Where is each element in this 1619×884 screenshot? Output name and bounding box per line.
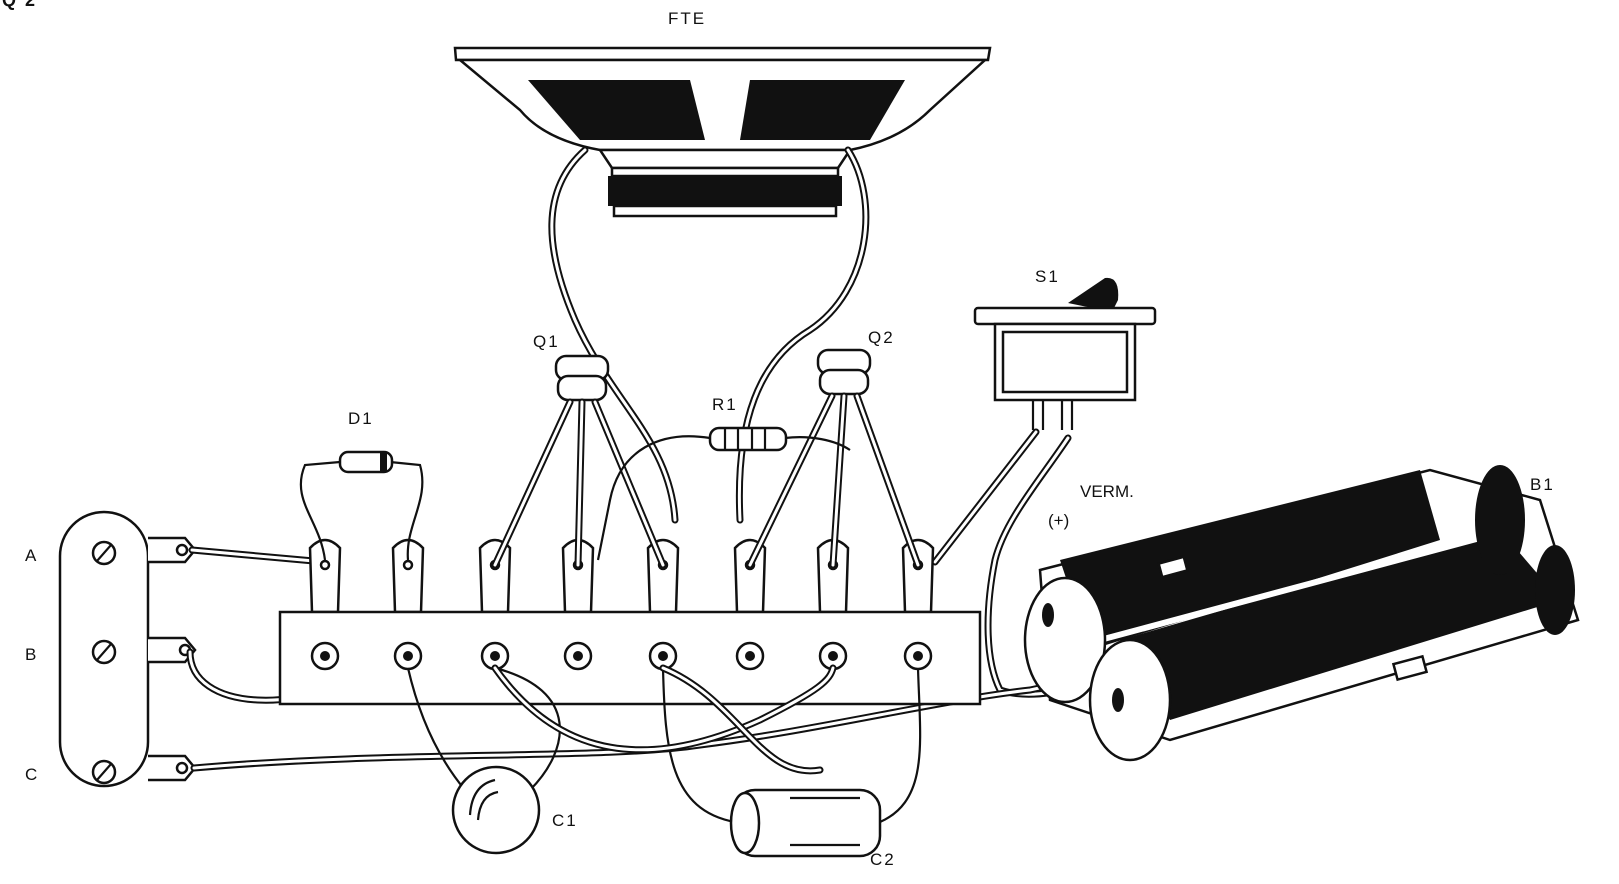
- battery-label: B1: [1530, 475, 1555, 494]
- polarity-label: (+): [1048, 511, 1069, 530]
- battery-holder-b1: [1023, 465, 1580, 762]
- terminal-b-label: B: [25, 645, 38, 664]
- figure-tag: Q 2: [2, 0, 37, 10]
- speaker-wire-left: [548, 146, 679, 524]
- strip-wire-1: [491, 664, 837, 754]
- wire-color-label: VERM.: [1080, 482, 1134, 501]
- c1-label: C1: [552, 811, 578, 830]
- resistor-r1: [596, 426, 851, 561]
- d1-label: D1: [348, 409, 374, 428]
- speaker-label: FTE: [668, 9, 706, 28]
- terminal-strip: [278, 538, 982, 706]
- terminal-block: [58, 510, 197, 788]
- transistor-q2: [746, 348, 922, 569]
- speaker: [453, 46, 992, 218]
- switch-label: S1: [1035, 267, 1060, 286]
- wire-a: [188, 546, 329, 566]
- switch-wire-right: [984, 434, 1096, 698]
- c2-label: C2: [870, 850, 896, 869]
- switch-wire-left: [931, 428, 1040, 566]
- diode-d1: [299, 450, 424, 561]
- terminal-c-label: C: [25, 765, 39, 784]
- strip-wire-2: [659, 664, 824, 775]
- q2-label: Q2: [868, 328, 895, 347]
- transistor-q1: [491, 354, 667, 569]
- capacitor-c1: [406, 666, 561, 855]
- q1-label: Q1: [533, 332, 560, 351]
- capacitor-c2: [661, 667, 922, 858]
- switch-s1: [973, 277, 1157, 430]
- terminal-a-label: A: [25, 546, 38, 565]
- r1-label: R1: [712, 395, 738, 414]
